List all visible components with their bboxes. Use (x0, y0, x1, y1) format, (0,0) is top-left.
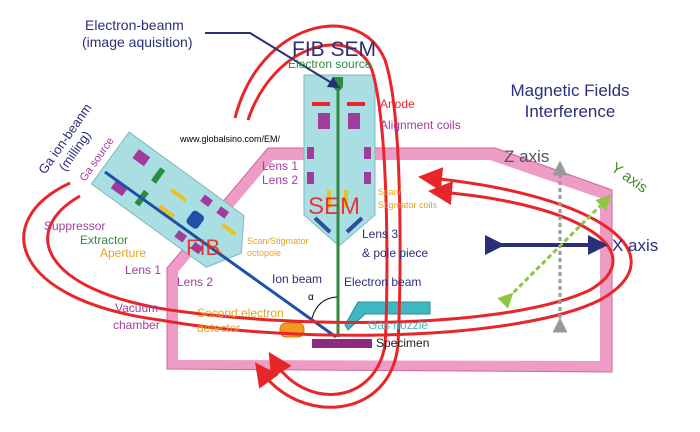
diagram-title: FIB SEM (292, 38, 376, 61)
alignment-coils-label: Alignment coils (380, 118, 461, 132)
specimen (312, 339, 372, 348)
alpha-angle-arc (311, 296, 338, 319)
watermark: www.globalsino.com/EM/ (179, 134, 281, 144)
lens3-pole (313, 216, 332, 234)
anode-label: Anode (380, 97, 415, 111)
alignment-coil (318, 113, 330, 129)
electron-beam-label: Electron beam (344, 275, 421, 289)
sem-name: SEM (308, 193, 360, 220)
alignment-coil (348, 113, 360, 129)
fib-lens2-label: Lens 2 (177, 275, 213, 289)
extractor-label: Extractor (80, 233, 128, 247)
ga-ion-beam-annotation: Ga ion-beanm(milling) (35, 101, 107, 186)
vacuum-chamber-interior (178, 160, 600, 361)
sem-lens2-label: Lens 2 (262, 173, 298, 187)
lens1-coil (307, 147, 314, 159)
electron-source-label: Electron source (288, 57, 372, 71)
alpha-label: α (308, 292, 314, 303)
lens3-label: Lens 3& pole piece (362, 227, 428, 260)
lens2-coil (307, 172, 314, 184)
x-axis-label: X axis (612, 236, 658, 255)
ion-beam-line (104, 170, 337, 339)
anode-right (347, 102, 365, 106)
lens1-coil (364, 147, 371, 159)
y-axis-label: Y axis (608, 159, 651, 196)
electron-beam-annotation: Electron-beanm(image aquisition) (82, 17, 193, 50)
anode-left (312, 102, 330, 106)
gas-nozzle (344, 301, 431, 331)
lens2-coil (364, 172, 371, 184)
scan-coil (327, 190, 331, 208)
lens3-pole (345, 216, 364, 234)
z-axis-label: Z axis (504, 147, 549, 166)
sem-lens1-label: Lens 1 (262, 159, 298, 173)
specimen-label: Specimen (376, 336, 429, 350)
suppressor-label: Suppressor (44, 219, 105, 233)
fib-name: FIB (186, 235, 220, 260)
scan-coil (344, 190, 348, 208)
ion-beam-label: Ion beam (272, 272, 322, 286)
gas-nozzle-label: Gas nozzle (368, 318, 428, 332)
sem-scan-coils-label: Scan/Stigmator coils (378, 187, 438, 210)
aperture-label: Aperture (100, 246, 146, 260)
y-axis-arrow (497, 194, 612, 309)
fib-lens1-label: Lens 1 (125, 263, 161, 277)
electron-beam-pointer (205, 32, 341, 89)
